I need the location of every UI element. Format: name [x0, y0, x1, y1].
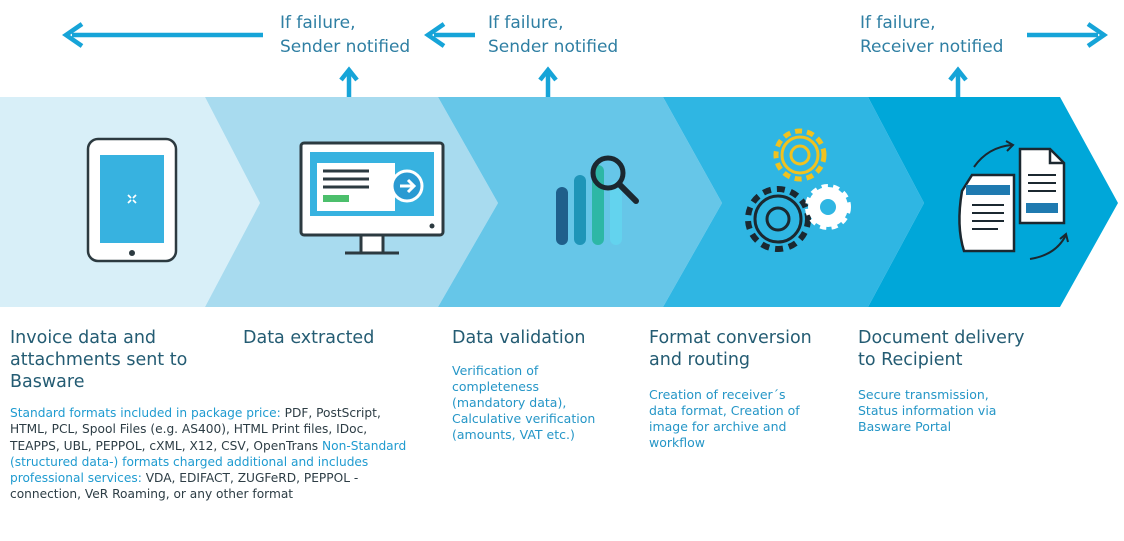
notification-arrows — [62, 22, 1108, 98]
failure-note-1: If failure, Sender notified — [280, 11, 410, 59]
nonstandard-formats-list: VDA, EDIFACT, ZUGFeRD, PEPPOL -connectio… — [10, 471, 359, 502]
failure-note-3: If failure, Receiver notified — [860, 11, 1003, 59]
formats-paragraph: Standard formats included in package pri… — [10, 405, 415, 503]
step-1-title: Invoice data and attachments sent to Bas… — [10, 328, 188, 392]
documents-icon — [958, 140, 1069, 260]
failure-note-2: If failure, Sender notified — [488, 11, 618, 59]
failure-note-2-line1: If failure, — [488, 13, 564, 33]
chart-search-icon — [556, 155, 639, 245]
standard-formats-label: Standard formats included in package pri… — [10, 406, 281, 420]
standard-formats-list: PDF, PostScript, HTML, PCL, Spool Files … — [10, 406, 381, 453]
monitor-icon — [299, 141, 445, 255]
step-2-title: Data extracted — [243, 328, 375, 348]
step-5-title: Document delivery to Recipient — [858, 328, 1025, 370]
nonstandard-formats-label: Non-Standard (structured data-) formats … — [10, 438, 407, 486]
failure-note-1-line2: Sender notified — [280, 37, 411, 57]
step-5-description: Secure transmission, Status information … — [858, 387, 997, 434]
tablet-icon — [86, 137, 178, 263]
step-3-title: Data validation — [452, 328, 586, 348]
failure-note-3-line1: If failure, — [860, 13, 936, 33]
step-4-title: Format conversion and routing — [649, 328, 812, 370]
failure-note-3-line2: Receiver notified — [860, 37, 1004, 57]
process-band — [0, 97, 1118, 307]
step-4-description: Creation of receiver´s data format, Crea… — [649, 387, 800, 450]
failure-note-2-line2: Sender notified — [488, 37, 619, 57]
failure-note-1-line1: If failure, — [280, 13, 356, 33]
step-3-description: Verification of completeness (mandatory … — [452, 363, 596, 442]
gears-icon — [745, 128, 851, 252]
